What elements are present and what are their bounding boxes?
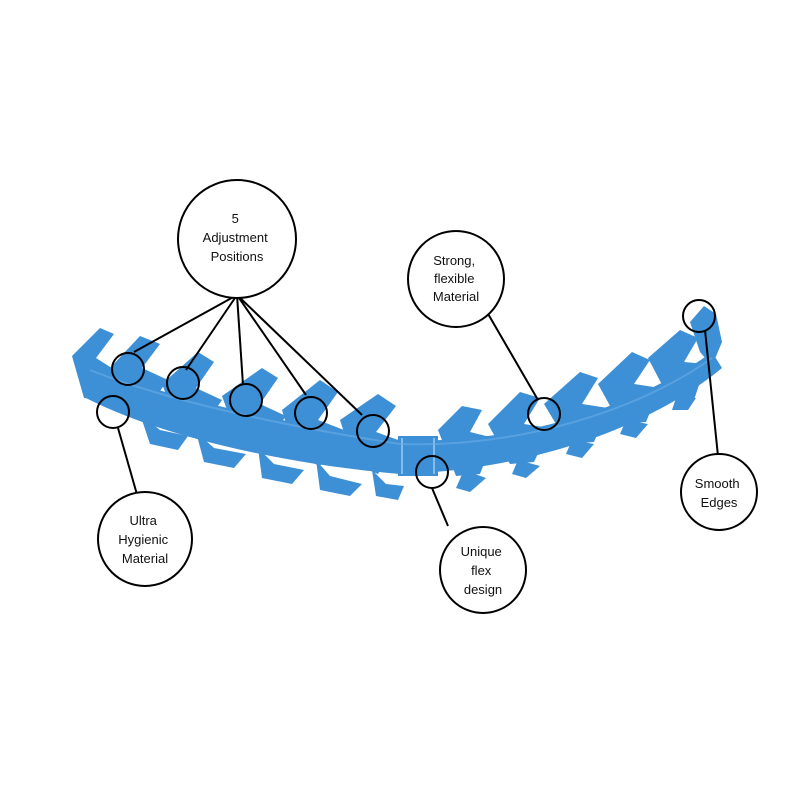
svg-text:Ultra Hygienic Mat: Ultra Hygienic Material — [118, 513, 171, 566]
marker-position-2 — [166, 366, 200, 400]
marker-position-3 — [229, 383, 263, 417]
svg-text:5 Adjustment Posit: 5 Adjustment Positions — [203, 211, 272, 264]
callout-hygienic-line-2: Hygienic — [118, 532, 168, 547]
callout-flex-line-3: design — [464, 582, 502, 597]
marker-position-4 — [294, 396, 328, 430]
callout-adjustment-line-1: 5 — [232, 211, 239, 226]
svg-text:Unique flex design: Unique flex design — [461, 544, 506, 597]
callout-hygienic-line-3: Material — [122, 551, 168, 566]
strap-highlight — [89, 357, 713, 446]
marker-smooth — [682, 299, 716, 333]
strap-right-teeth — [438, 306, 722, 492]
callout-smooth-line-2: Edges — [701, 495, 738, 510]
callout-strong-line-3: Material — [433, 289, 479, 304]
leader-lines — [117, 294, 719, 527]
feature-markers — [96, 299, 716, 489]
callout-strong-line-1: Strong, — [433, 253, 475, 268]
callout-smooth: Smooth Edges — [680, 453, 758, 531]
callout-hygienic-line-1: Ultra — [129, 513, 157, 528]
callout-flex: Unique flex design — [439, 526, 527, 614]
marker-position-1 — [111, 352, 145, 386]
svg-text:Strong, flexible M: Strong, flexible Material — [433, 253, 479, 304]
marker-position-5 — [356, 414, 390, 448]
callout-adjustment-line-2: Adjustment — [203, 230, 268, 245]
marker-flex — [415, 455, 449, 489]
strap-band — [78, 352, 722, 474]
callout-hygienic: Ultra Hygienic Material — [97, 491, 193, 587]
callout-adjustment: 5 Adjustment Positions — [177, 179, 297, 299]
callout-strong-line-2: flexible — [434, 271, 474, 286]
callout-flex-line-1: Unique — [461, 544, 502, 559]
svg-text:Smooth Edges: Smooth Edges — [695, 476, 743, 510]
callout-flex-line-2: flex — [471, 563, 492, 578]
strap-left-teeth — [110, 336, 404, 500]
callout-smooth-line-1: Smooth — [695, 476, 740, 491]
marker-strong — [527, 397, 561, 431]
strap-left-end — [72, 328, 118, 400]
marker-hygienic — [96, 395, 130, 429]
callout-strong: Strong, flexible Material — [407, 230, 505, 328]
ear-saver-strap — [72, 306, 722, 500]
callout-adjustment-line-3: Positions — [211, 249, 264, 264]
